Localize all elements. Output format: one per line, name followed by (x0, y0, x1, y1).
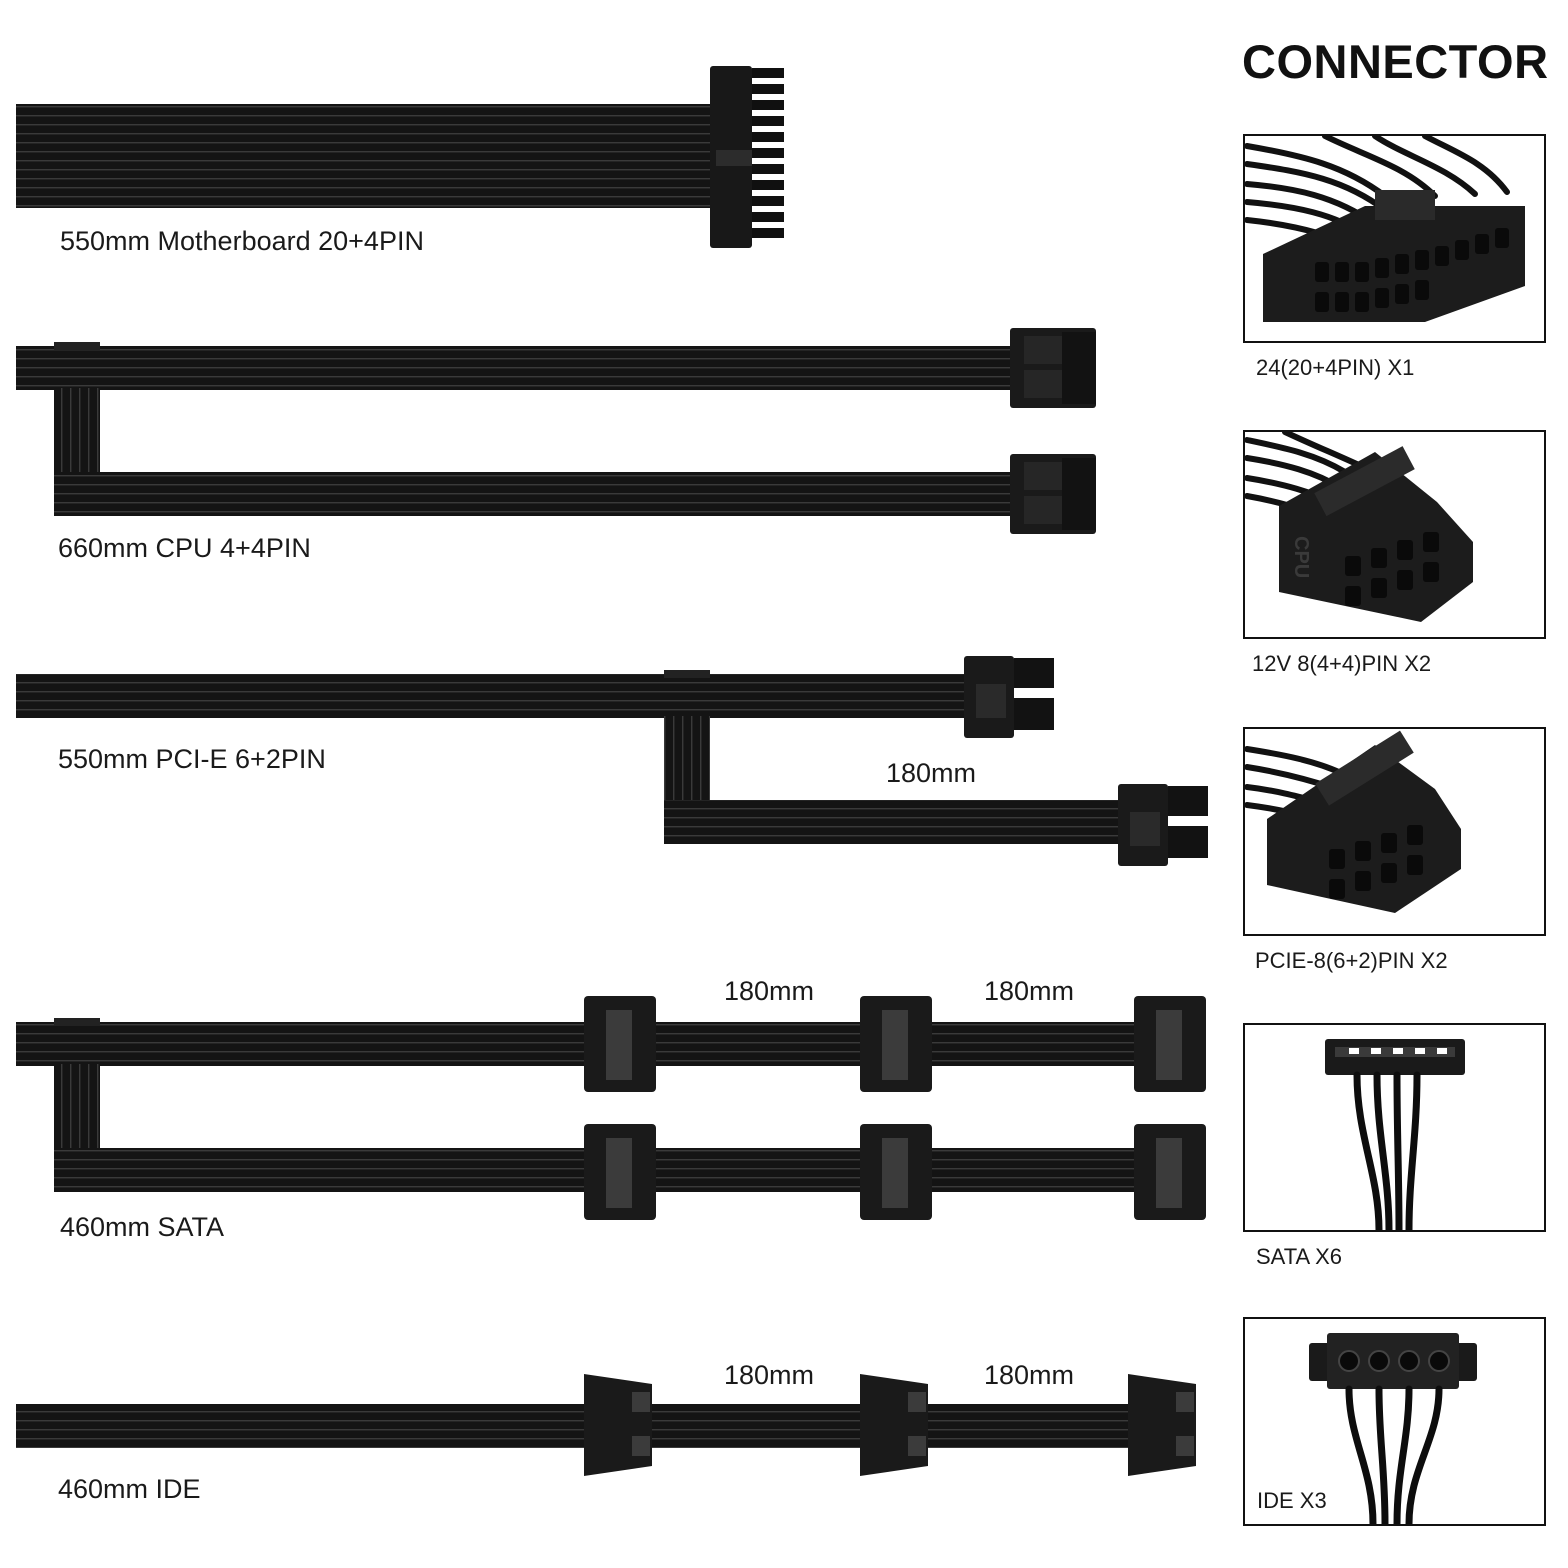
pcie-connector-caption: PCIE-8(6+2)PIN X2 (1255, 948, 1448, 973)
connector-card-atx (1243, 134, 1546, 343)
atx-24pin-connector-icon (1245, 136, 1525, 322)
connector-card-cpu: CPU (1243, 430, 1546, 639)
ide-segment-length-1: 180mm (724, 1360, 815, 1390)
cable-illustrations (16, 66, 1208, 1476)
atx-connector-caption: 24(20+4PIN) X1 (1256, 355, 1415, 380)
cpu-embossed-text: CPU (1290, 536, 1312, 578)
cpu-plug-1 (1010, 328, 1096, 408)
ide-cable-label: 460mm IDE (58, 1474, 201, 1504)
pcie-cable-label: 550mm PCI-E 6+2PIN (58, 744, 326, 774)
ide-connector-caption: IDE X3 (1257, 1488, 1327, 1513)
connector-card-sata (1243, 1023, 1546, 1232)
sata-connector-caption: SATA X6 (1256, 1244, 1343, 1269)
pcie-8pin-connector-icon (1245, 730, 1461, 913)
cpu-cable (16, 328, 1096, 534)
connector-panel-title: CONNECTOR (1242, 35, 1549, 88)
cpu-8pin-connector-icon: CPU (1245, 432, 1473, 622)
cpu-cable-label: 660mm CPU 4+4PIN (58, 533, 311, 563)
sata-cable (16, 996, 1206, 1220)
ide-cable (16, 1374, 1196, 1476)
atx-24pin-plug (710, 66, 784, 248)
connector-card-ide (1243, 1317, 1546, 1526)
connector-card-pcie (1243, 727, 1546, 936)
ide-segment-length-2: 180mm (984, 1360, 1075, 1390)
pcie-segment-length: 180mm (886, 758, 977, 788)
sata-cable-label: 460mm SATA (60, 1212, 225, 1242)
pcie-cable (16, 656, 1208, 866)
pcie-plug-1 (964, 656, 1054, 738)
motherboard-cable-label: 550mm Motherboard 20+4PIN (60, 226, 424, 256)
motherboard-cable (16, 66, 784, 248)
sata-segment-length-1: 180mm (724, 976, 815, 1006)
sata-connector-icon (1325, 1039, 1465, 1230)
sata-segment-length-2: 180mm (984, 976, 1075, 1006)
cpu-connector-caption: 12V 8(4+4)PIN X2 (1252, 651, 1432, 676)
cpu-plug-2 (1010, 454, 1096, 534)
molex-ide-connector-icon (1309, 1333, 1477, 1524)
pcie-plug-2 (1118, 784, 1208, 866)
